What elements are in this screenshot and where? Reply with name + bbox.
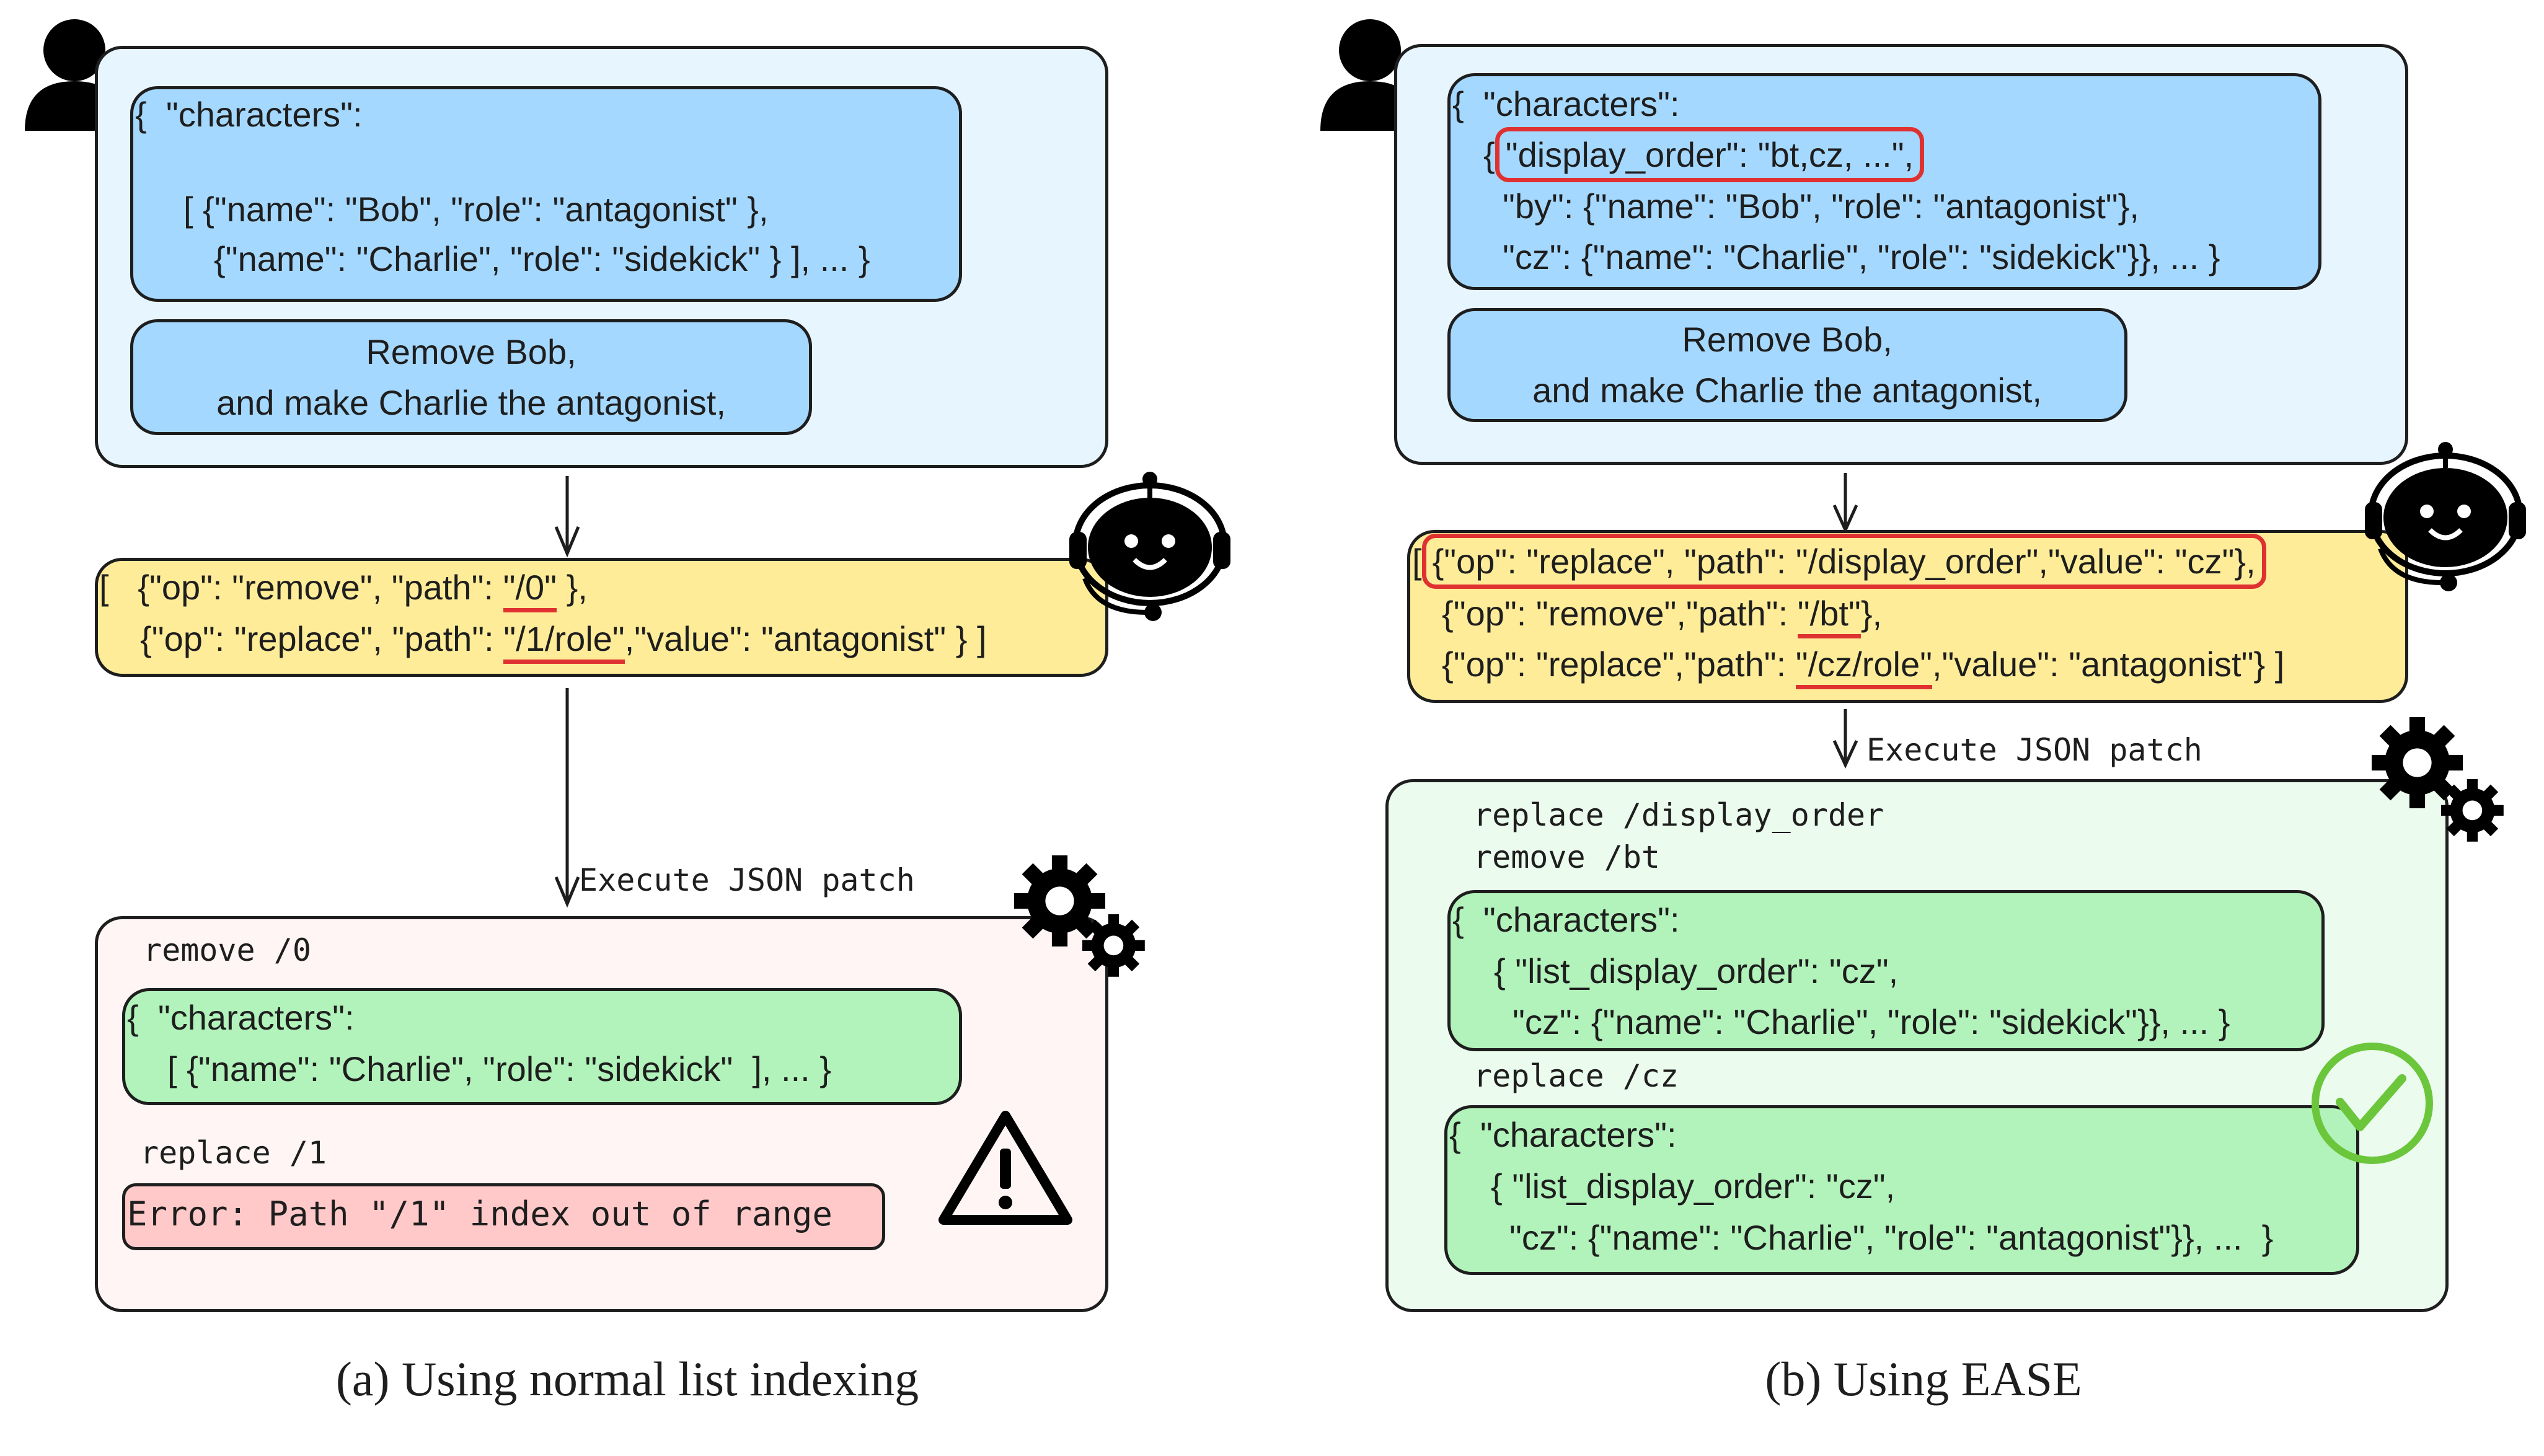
json-line: { "characters": bbox=[1449, 1115, 1677, 1154]
execute-label: Execute JSON patch bbox=[1866, 732, 2202, 768]
instruction-line: Remove Bob, bbox=[1682, 320, 1893, 359]
robot-icon bbox=[1060, 473, 1240, 622]
instruction-line: Remove Bob, bbox=[366, 332, 576, 371]
json-line: { "list_display_order": "cz", bbox=[1494, 951, 1899, 991]
error-box bbox=[122, 1183, 885, 1250]
json-line: { "list_display_order": "cz", bbox=[1491, 1167, 1896, 1206]
patch-line: {"op": "replace", "path": "/1/role","val… bbox=[140, 619, 987, 664]
instruction-box bbox=[130, 319, 812, 435]
caption-b: (b) Using EASE bbox=[1765, 1352, 2082, 1406]
highlighted-path: "/1/role" bbox=[503, 619, 625, 664]
patch-text: [ bbox=[1412, 542, 1422, 581]
patch-line: {"op": "remove","path": "/bt"}, bbox=[1442, 594, 1883, 638]
error-message: Error: Path "/1" index out of range bbox=[127, 1194, 833, 1233]
json-line: { "characters": bbox=[1452, 84, 1680, 123]
json-line: [ {"name": "Bob", "role": "antagonist" }… bbox=[183, 190, 769, 229]
check-circle-icon bbox=[2312, 1043, 2433, 1164]
gears-icon bbox=[2372, 717, 2504, 842]
step-label: replace /cz bbox=[1473, 1058, 1679, 1094]
warning-icon bbox=[939, 1111, 1072, 1225]
json-line: { "characters": bbox=[127, 998, 355, 1037]
gears-icon bbox=[1014, 855, 1145, 977]
json-line: "cz": {"name": "Charlie", "role": "sidek… bbox=[1513, 1002, 2230, 1041]
result-json-box bbox=[1444, 1105, 2359, 1275]
input-json-box bbox=[1447, 73, 2321, 290]
input-json-box bbox=[130, 86, 962, 302]
step-label: replace /display_order bbox=[1473, 797, 1884, 833]
patch-text: }, bbox=[1860, 594, 1883, 633]
highlighted-patch-op: {"op": "replace", "path": "/display_orde… bbox=[1421, 534, 2266, 589]
patch-text: {"op": "replace","path": bbox=[1442, 645, 1796, 684]
json-patch-box bbox=[1407, 530, 2408, 703]
json-line: { "characters": bbox=[1452, 900, 1680, 939]
json-line: { "characters": bbox=[135, 95, 363, 134]
instruction-line: and make Charlie the antagonist, bbox=[1532, 371, 2042, 410]
result-json-box bbox=[1447, 890, 2325, 1051]
json-line: {"display_order": "bt,cz, ...", bbox=[1483, 127, 1925, 182]
patch-text: }, bbox=[557, 568, 588, 607]
highlighted-path: "/0" bbox=[503, 568, 557, 612]
highlighted-path: "/cz/role" bbox=[1795, 645, 1932, 689]
json-line: [ {"name": "Charlie", "role": "sidekick"… bbox=[167, 1049, 831, 1088]
execute-label: Execute JSON patch bbox=[579, 862, 915, 898]
patch-line: [ {"op": "remove", "path": "/0" }, bbox=[99, 568, 588, 612]
json-line: "by": {"name": "Bob", "role": "antagonis… bbox=[1503, 187, 2139, 226]
highlighted-path: "/bt" bbox=[1797, 594, 1861, 638]
json-line: {"name": "Charlie", "role": "sidekick" }… bbox=[214, 239, 870, 278]
step-label: remove /0 bbox=[143, 932, 311, 968]
caption-a: (a) Using normal list indexing bbox=[335, 1352, 919, 1406]
highlighted-display-order: "display_order": "bt,cz, ...", bbox=[1495, 127, 1925, 182]
result-json-box bbox=[122, 988, 962, 1105]
json-line: "cz": {"name": "Charlie", "role": "antag… bbox=[1509, 1218, 2274, 1257]
patch-text: {"op": "replace", "path": bbox=[140, 619, 504, 658]
json-line: "cz": {"name": "Charlie", "role": "sidek… bbox=[1503, 237, 2220, 276]
robot-icon bbox=[2356, 443, 2535, 592]
patch-text: [ {"op": "remove", "path": bbox=[99, 568, 503, 607]
json-patch-box bbox=[95, 558, 1108, 677]
instruction-line: and make Charlie the antagonist, bbox=[216, 383, 726, 422]
patch-text: {"op": "remove","path": bbox=[1442, 594, 1798, 633]
step-label: replace /1 bbox=[140, 1135, 327, 1171]
patch-text: ,"value": "antagonist" } ] bbox=[624, 619, 987, 658]
step-label: remove /bt bbox=[1473, 839, 1661, 875]
patch-line: {"op": "replace","path": "/cz/role","val… bbox=[1442, 645, 2285, 689]
patch-line: [{"op": "replace", "path": "/display_ord… bbox=[1412, 534, 2266, 589]
patch-text: ,"value": "antagonist"} ] bbox=[1932, 645, 2285, 684]
json-text: { bbox=[1483, 135, 1495, 174]
instruction-box bbox=[1447, 308, 2127, 422]
